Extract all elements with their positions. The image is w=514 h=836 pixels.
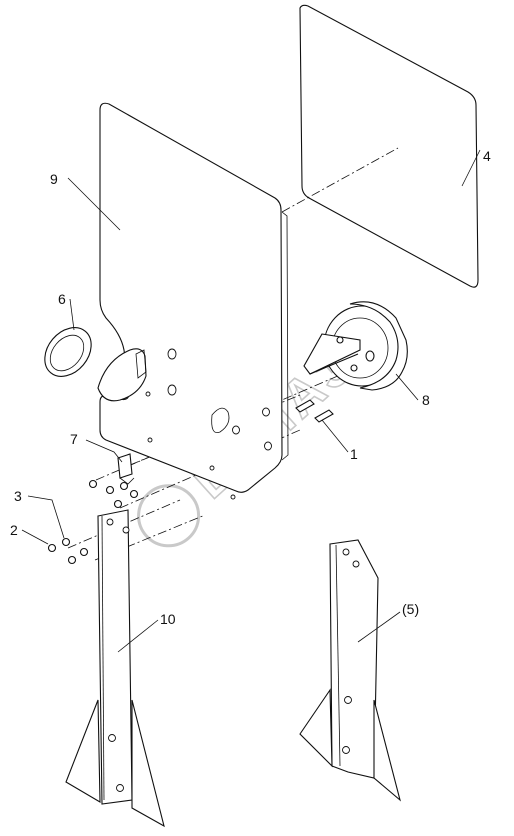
callout-8: 8 bbox=[422, 392, 430, 408]
callout-4: 4 bbox=[483, 148, 491, 164]
part-5-stand bbox=[299, 539, 401, 802]
callout-2: 2 bbox=[10, 522, 18, 538]
leader-1 bbox=[321, 419, 349, 453]
callout-5: (5) bbox=[402, 601, 419, 617]
part-4-rear-panel bbox=[299, 4, 479, 288]
parts-2-3-fasteners bbox=[47, 479, 139, 565]
leader-lines bbox=[21, 149, 481, 653]
watermark-ring bbox=[137, 484, 201, 548]
leader-6 bbox=[69, 298, 75, 331]
leader-10 bbox=[117, 619, 159, 653]
part-1-screws bbox=[295, 399, 334, 423]
callout-1: 1 bbox=[350, 446, 358, 462]
leader-8 bbox=[395, 373, 419, 401]
part-6-mirror bbox=[44, 327, 147, 402]
leader-7 bbox=[85, 439, 123, 463]
part-8-mount bbox=[303, 301, 408, 391]
part-7-bracket bbox=[117, 453, 135, 485]
callout-9: 9 bbox=[50, 171, 58, 187]
leader-2 bbox=[21, 529, 49, 545]
callout-6: 6 bbox=[58, 291, 66, 307]
part-10-stand bbox=[65, 509, 165, 828]
callout-7: 7 bbox=[70, 431, 78, 447]
leader-9 bbox=[67, 177, 121, 231]
leader-3 bbox=[27, 495, 65, 539]
leader-4 bbox=[461, 149, 481, 187]
callout-3: 3 bbox=[14, 488, 22, 504]
callout-10: 10 bbox=[160, 611, 176, 627]
leader-5 bbox=[357, 611, 401, 643]
part-9-main-panel bbox=[99, 102, 289, 500]
callout-labels: 4 9 6 8 1 7 3 2 10 (5) bbox=[10, 148, 491, 627]
